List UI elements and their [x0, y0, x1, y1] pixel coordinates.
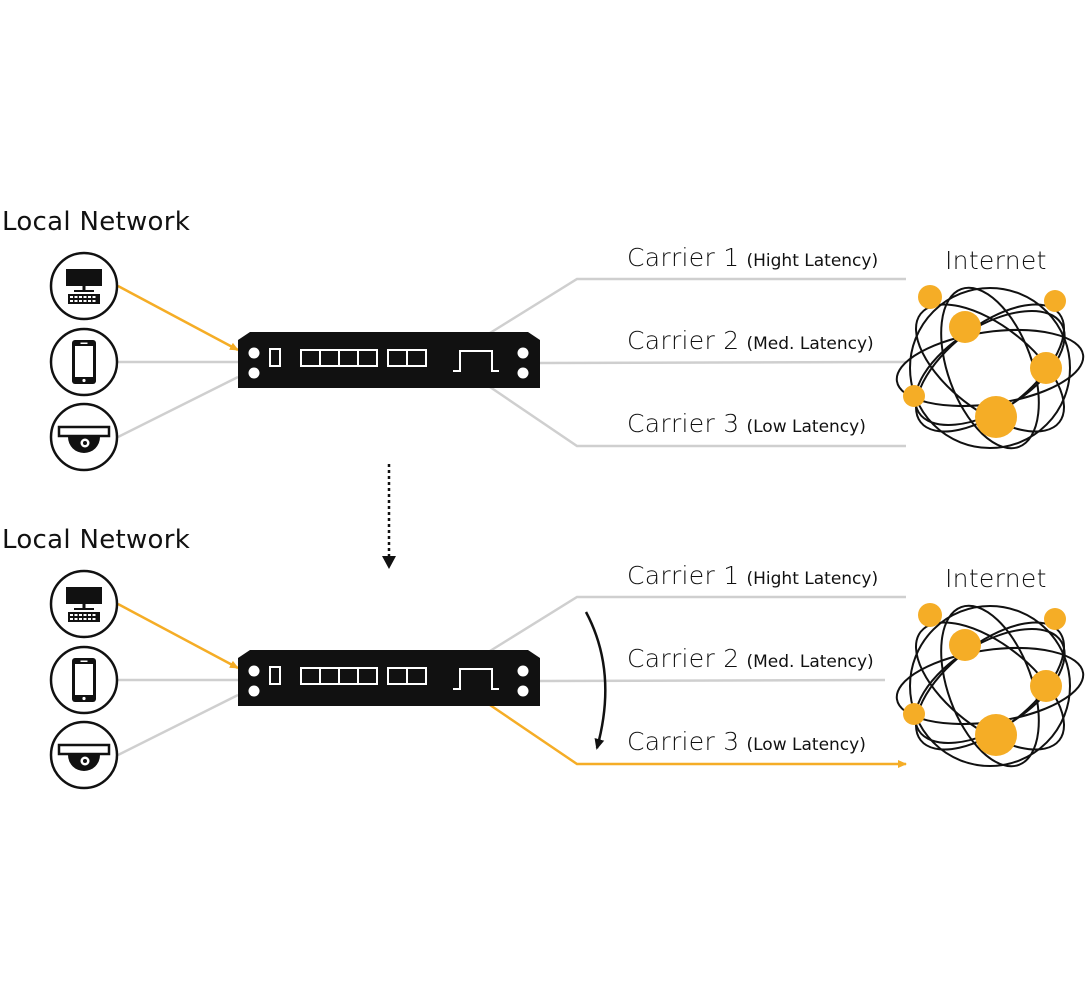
- transition-arrow: [382, 464, 396, 569]
- carrier-label-1: Carrier 1 (Hight Latency): [627, 243, 878, 272]
- device-1: [49, 251, 119, 321]
- carrier-link-1: [489, 277, 906, 335]
- failover-arrow: [584, 611, 607, 750]
- globe-node: [1030, 352, 1062, 384]
- carrier-latency: (Med. Latency): [747, 652, 874, 672]
- globe-node: [903, 703, 925, 725]
- globe-node: [949, 629, 981, 661]
- carrier-name: Carrier 1: [627, 561, 740, 590]
- carrier-name: Carrier 3: [627, 409, 740, 438]
- internet-globe-icon: [890, 273, 1086, 463]
- carrier-latency: (Hight Latency): [747, 251, 879, 271]
- internet-label: Internet: [945, 246, 1047, 275]
- device-link-3: [117, 375, 239, 439]
- carrier-latency: (Med. Latency): [747, 334, 874, 354]
- carrier-label-3: Carrier 3 (Low Latency): [627, 727, 866, 756]
- device-2: [49, 645, 119, 715]
- device-3: [49, 720, 119, 790]
- globe-node: [918, 285, 942, 309]
- carrier-link-2: [539, 360, 907, 365]
- carrier-latency: (Low Latency): [747, 417, 866, 437]
- carrier-label-2: Carrier 2 (Med. Latency): [627, 644, 874, 673]
- globe-node: [918, 603, 942, 627]
- carrier-name: Carrier 2: [627, 326, 740, 355]
- device-3: [49, 402, 119, 472]
- globe-node: [903, 385, 925, 407]
- globe-node: [975, 714, 1017, 756]
- carrier-name: Carrier 2: [627, 644, 740, 673]
- globe-node: [975, 396, 1017, 438]
- smartphone-icon: [72, 658, 96, 702]
- carrier-latency: (Low Latency): [747, 735, 866, 755]
- router-device: [238, 332, 540, 388]
- globe-node: [1030, 670, 1062, 702]
- local-network-label: Local Network: [2, 207, 190, 237]
- device-2: [49, 327, 119, 397]
- device-link-3: [117, 693, 239, 757]
- globe-node: [949, 311, 981, 343]
- device-link-1: [117, 284, 239, 352]
- carrier-label-1: Carrier 1 (Hight Latency): [627, 561, 878, 590]
- router-device: [238, 650, 540, 706]
- device-1: [49, 569, 119, 639]
- globe-node: [1044, 608, 1066, 630]
- carrier-label-3: Carrier 3 (Low Latency): [627, 409, 866, 438]
- carrier-link-2: [539, 678, 886, 683]
- carrier-latency: (Hight Latency): [747, 569, 879, 589]
- carrier-link-1: [489, 595, 906, 653]
- smartphone-icon: [72, 340, 96, 384]
- internet-globe-icon: [890, 591, 1086, 781]
- carrier-name: Carrier 1: [627, 243, 740, 272]
- internet-label: Internet: [945, 564, 1047, 593]
- carrier-label-2: Carrier 2 (Med. Latency): [627, 326, 874, 355]
- carrier-link-3: [489, 385, 906, 448]
- carrier-name: Carrier 3: [627, 727, 740, 756]
- carrier-link-3: [489, 703, 907, 768]
- local-network-label: Local Network: [2, 525, 190, 555]
- device-link-1: [117, 602, 239, 670]
- globe-node: [1044, 290, 1066, 312]
